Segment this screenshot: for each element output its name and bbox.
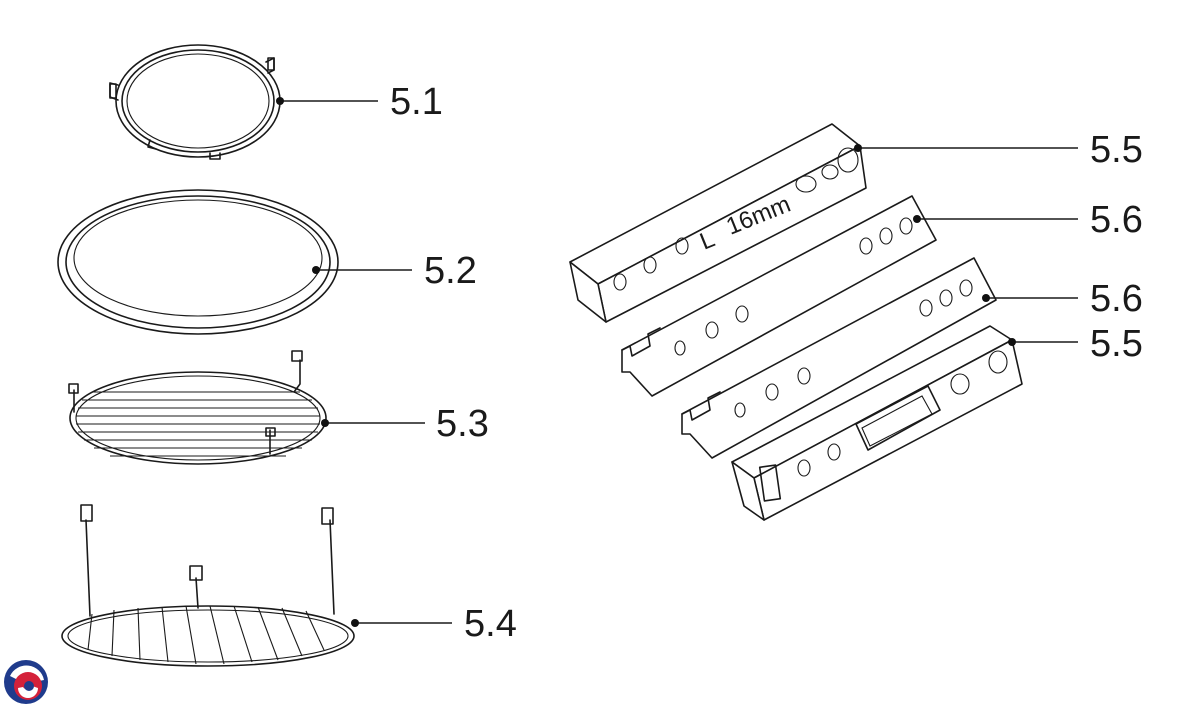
part-5-4-reflector xyxy=(61,504,355,667)
callout-5-5-bottom: 5.5 xyxy=(1090,323,1143,365)
part-5-6-plate-upper xyxy=(621,195,937,397)
callout-5-6-upper: 5.6 xyxy=(1090,199,1143,241)
callout-5-6-lower: 5.6 xyxy=(1090,278,1143,320)
part-5-1-clip-ring xyxy=(109,44,281,160)
part-5-3-grille xyxy=(68,350,327,465)
part-5-5-bracket-top: L 16mm xyxy=(569,123,867,323)
callout-5-2: 5.2 xyxy=(424,250,477,292)
callout-5-4: 5.4 xyxy=(464,603,517,645)
callout-5-1: 5.1 xyxy=(390,81,443,123)
brand-swirl-icon xyxy=(4,660,48,704)
part-5-6-plate-lower xyxy=(681,257,997,459)
callout-5-5-top: 5.5 xyxy=(1090,129,1143,171)
callout-5-3: 5.3 xyxy=(436,403,489,445)
part-5-2-gasket xyxy=(57,189,339,335)
part-5-5-bracket-bottom xyxy=(731,325,1023,521)
